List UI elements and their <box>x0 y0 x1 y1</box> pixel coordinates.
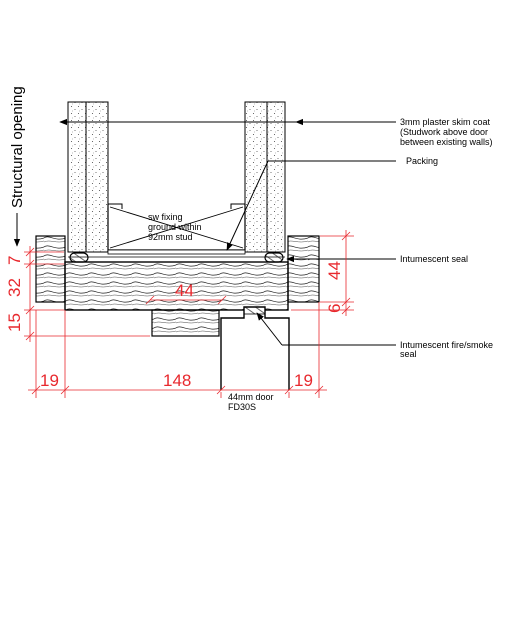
stud-note-line1: sw fixing <box>148 212 183 222</box>
structural-opening-group: Structural opening <box>9 86 26 247</box>
dimension-lines <box>24 230 354 398</box>
dim-148: 148 <box>163 371 191 390</box>
architraves <box>35 235 320 303</box>
leaders <box>59 118 396 346</box>
dim-44-right: 44 <box>325 261 344 280</box>
door-stop <box>151 309 220 337</box>
dim-44-frame: 44 <box>175 281 194 300</box>
dim-32: 32 <box>5 278 24 297</box>
packing-note: Packing <box>406 156 438 166</box>
fire-smoke-seal-note-line2: seal <box>400 349 417 359</box>
intumescent-seal-blobs <box>69 252 284 263</box>
plaster-note-line3: between existing walls) <box>400 137 493 147</box>
dimension-labels: 7 32 15 44 44 6 19 148 19 <box>5 256 344 390</box>
stud-note-line3: 92mm stud <box>148 232 193 242</box>
dim-6: 6 <box>325 304 344 313</box>
annotations: 3mm plaster skim coat (Studwork above do… <box>148 117 493 412</box>
structural-opening-label: Structural opening <box>9 86 26 208</box>
plaster-note-line1: 3mm plaster skim coat <box>400 117 491 127</box>
stud-section <box>68 203 285 258</box>
dim-15: 15 <box>5 313 24 332</box>
dim-7: 7 <box>5 256 24 265</box>
right-wall <box>244 101 286 253</box>
dim-19-left: 19 <box>40 371 59 390</box>
door-frame-lining <box>64 261 289 311</box>
dim-19-right: 19 <box>294 371 313 390</box>
stud-note-line2: ground within <box>148 222 202 232</box>
intumescent-seal-note: Intumescent seal <box>400 254 468 264</box>
plaster-note-line2: (Studwork above door <box>400 127 488 137</box>
door-leaf <box>220 306 290 390</box>
door-note-line2: FD30S <box>228 402 256 412</box>
left-wall <box>67 101 109 253</box>
fire-smoke-seal-note-line1: Intumescent fire/smoke <box>400 340 493 350</box>
door-note-line1: 44mm door <box>228 392 274 402</box>
